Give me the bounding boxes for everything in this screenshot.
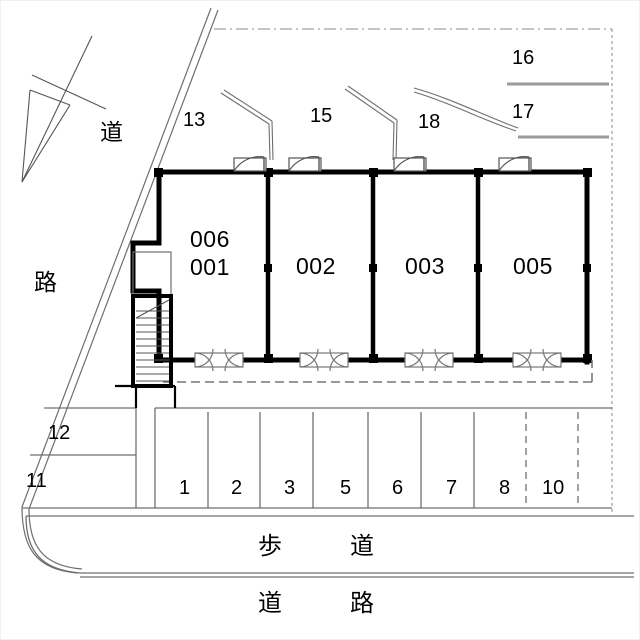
plot-boxes-left [30,407,137,508]
unit-label-002: 002 [296,253,336,279]
reference-label-18: 18 [418,111,441,133]
plot-structure-outline [115,384,177,408]
parking-lot [22,407,612,509]
reference-curve-18 [413,87,519,132]
reference-label-11: 11 [26,470,47,492]
site-boundary [214,28,613,512]
road-boundary-diagonal [21,7,219,510]
unit-label-005: 005 [513,253,553,279]
parking-label-2: 2 [231,477,243,499]
sidewalk-band [25,515,634,574]
reference-label-15: 15 [310,105,333,127]
reference-label-12: 12 [48,422,71,444]
parking-label-3: 3 [284,477,296,499]
reference-line-13 [220,89,274,161]
entry-doors-top [233,156,532,172]
staircase [131,251,173,388]
parking-label-1: 1 [179,477,191,499]
sidewalk-label: 歩 道 [258,532,396,560]
parking-label-6: 6 [392,477,404,499]
parking-label-5: 5 [340,477,352,499]
parking-stall-dividers [207,412,579,508]
unit-label-003: 003 [405,253,445,279]
road-label-bottom: 道 路 [258,589,396,617]
parking-label-8: 8 [499,477,511,499]
reference-label-16: 16 [512,47,535,69]
wall-junction-markers [154,168,592,363]
road-label-top-kanji-1: 道 [100,120,123,146]
reference-label-17: 17 [512,101,535,123]
eave-outline-dashed [163,360,593,383]
balcony-doors-bottom [194,348,562,372]
road-label-top-kanji-2: 路 [34,270,57,296]
unit-label-001: 001 [190,254,230,280]
unit-label-006: 006 [190,226,230,252]
road-corner-curve [21,506,83,574]
parking-label-7: 7 [446,477,458,499]
reference-line-15 [344,85,398,161]
north-arrow-icon [21,35,107,183]
parking-label-10: 10 [542,477,565,499]
reference-label-13: 13 [183,109,206,131]
